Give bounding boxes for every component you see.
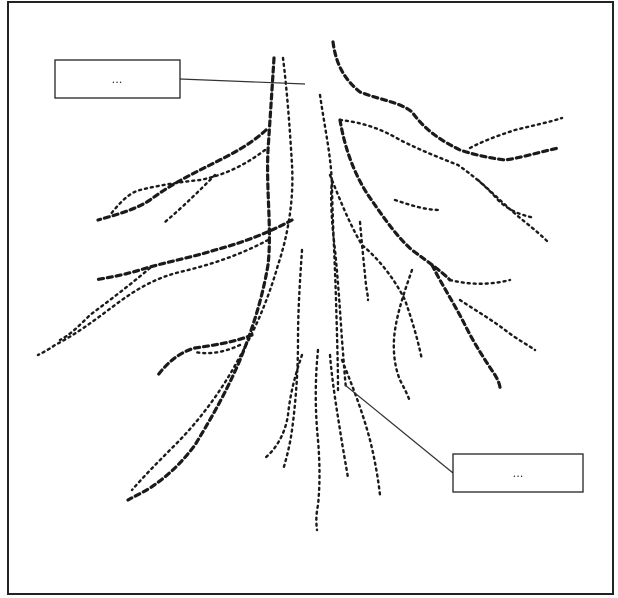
label-box-bottom-right[interactable]	[452, 453, 584, 493]
root-right-diag-b	[328, 173, 424, 362]
root-right-main	[331, 40, 560, 162]
root-branch-mid-left	[93, 218, 294, 282]
leader-line-bottom	[344, 384, 454, 474]
root-right-diag-e	[448, 278, 512, 285]
diagram-frame	[7, 1, 614, 595]
leader-line-top	[179, 78, 306, 85]
root-drawing	[36, 40, 564, 532]
root-mid-c	[263, 353, 304, 460]
root-right-diag-c	[430, 263, 502, 390]
root-branch-low-left	[156, 333, 254, 377]
root-center	[318, 93, 340, 392]
root-branch-upper-left-b	[108, 148, 267, 217]
root-branch-mid-left-b	[36, 238, 270, 357]
root-right-diag-f	[458, 298, 537, 352]
root-left-main	[126, 56, 276, 502]
root-mid-d	[328, 353, 350, 480]
label-text-top-left: ...	[112, 71, 123, 86]
label-bottom-right: ...	[344, 384, 584, 493]
root-mid-e	[340, 358, 382, 497]
root-mid-b	[314, 348, 321, 532]
root-right-twig-b	[476, 178, 550, 244]
root-branch-low-left-b	[193, 343, 242, 355]
root-left-second	[130, 56, 294, 492]
root-right-main-b	[338, 118, 537, 220]
label-text-bottom-right: ...	[513, 465, 524, 480]
label-top-left: ...	[54, 59, 306, 99]
root-right-diag-g	[358, 220, 370, 302]
root-branch-upper-left-c	[163, 173, 217, 224]
root-right-upper-twig	[468, 116, 564, 150]
root-branch-mid-left-c	[58, 266, 152, 342]
label-box-top-left[interactable]	[54, 59, 181, 99]
root-right-diag-d	[392, 268, 414, 404]
root-branch-upper-left	[96, 128, 268, 222]
root-right-small	[393, 198, 442, 212]
root-center-b	[330, 178, 348, 390]
root-mid-a	[281, 248, 304, 472]
